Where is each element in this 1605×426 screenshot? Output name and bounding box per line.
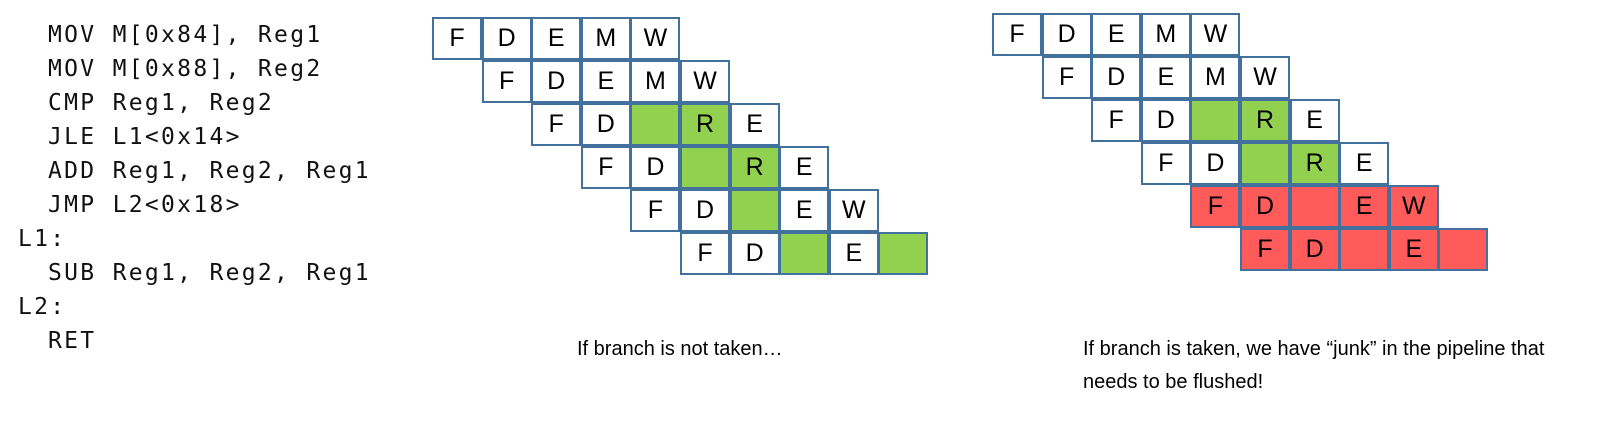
code-instruction: RET <box>48 328 97 354</box>
pipeline-stage-cell-f: F <box>1041 56 1092 99</box>
code-instruction: CMP Reg1, Reg2 <box>48 90 275 116</box>
pipeline-stage-cell-f: F <box>630 189 681 232</box>
pipeline-stage-cell-w: W <box>1190 13 1241 56</box>
pipeline-stage-cell-r: R <box>1289 142 1340 185</box>
pipeline-stage-cell-w: W <box>828 189 879 232</box>
pipeline-stage-cell-e: E <box>729 103 780 146</box>
pipeline-stage-cell-w: W <box>1240 56 1290 99</box>
code-instruction: MOV M[0x84], Reg1 <box>48 22 323 48</box>
code-instruction: MOV M[0x88], Reg2 <box>48 56 323 82</box>
pipeline-stage-cell-f: F <box>1140 142 1191 185</box>
pipeline-stage-cell-d: D <box>630 146 681 189</box>
pipeline-stage-cell-f: F <box>680 232 730 275</box>
pipeline-stage-cell-d: D <box>1041 13 1092 56</box>
pipeline-stage-cell-d: D <box>680 189 730 232</box>
pipeline-stage-cell-w: W <box>680 60 730 103</box>
pipeline-stage-cell-f: F <box>1091 99 1142 142</box>
pipeline-stage-cell-stall <box>630 103 681 146</box>
pipeline-stage-cell-e: E <box>828 232 879 275</box>
pipeline-stage-cell-e: E <box>1091 13 1142 56</box>
pipeline-stage-cell-stall <box>1289 185 1340 228</box>
pipeline-stage-cell-stall <box>1339 228 1390 271</box>
pipeline-stage-cell-stall <box>729 189 780 232</box>
pipeline-stage-cell-d: D <box>1140 99 1191 142</box>
pipeline-stage-cell-r: R <box>680 103 730 146</box>
pipeline-stage-cell-m: M <box>1140 13 1191 56</box>
pipeline-stage-cell-f: F <box>580 146 631 189</box>
pipeline-stage-cell-e: E <box>779 189 830 232</box>
pipeline-stage-cell-d: D <box>481 17 532 60</box>
pipeline-stage-cell-e: E <box>1339 142 1390 185</box>
pipeline-stage-cell-m: M <box>630 60 681 103</box>
pipeline-stage-cell-d: D <box>1289 228 1340 271</box>
code-instruction: JLE L1<0x14> <box>48 124 242 150</box>
pipeline-stage-cell-e: E <box>580 60 631 103</box>
pipeline-stage-cell-d: D <box>580 103 631 146</box>
pipeline-stage-cell-stall <box>1240 142 1290 185</box>
pipeline-stage-cell-m: M <box>1190 56 1241 99</box>
pipeline-stage-cell-r: R <box>729 146 780 189</box>
code-instruction: ADD Reg1, Reg2, Reg1 <box>48 158 371 184</box>
pipeline-stage-cell-f: F <box>432 17 482 60</box>
code-label: L2: <box>18 294 67 320</box>
pipeline-stage-cell-f: F <box>481 60 532 103</box>
pipeline-stage-cell-d: D <box>1190 142 1241 185</box>
pipeline-stage-cell-stall <box>680 146 730 189</box>
pipeline-stage-cell-d: D <box>531 60 582 103</box>
pipeline-stage-cell-w: W <box>630 17 681 60</box>
code-instruction: SUB Reg1, Reg2, Reg1 <box>48 260 371 286</box>
pipeline-stage-cell-r: R <box>1240 99 1290 142</box>
pipeline-stage-cell-f: F <box>992 13 1042 56</box>
pipeline-stage-cell-d: D <box>729 232 780 275</box>
pipeline-stage-cell-d: D <box>1091 56 1142 99</box>
pipeline-stage-cell-e: E <box>779 146 830 189</box>
pipeline-stage-cell-w: W <box>1388 185 1439 228</box>
pipeline-stage-cell-e: E <box>1289 99 1340 142</box>
pipeline-stage-cell-f: F <box>531 103 582 146</box>
code-label: L1: <box>18 226 67 252</box>
pipeline-stage-cell-f: F <box>1190 185 1241 228</box>
caption-taken: If branch is taken, we have “junk” in th… <box>1083 338 1545 393</box>
pipeline-stage-cell-stall <box>1190 99 1241 142</box>
code-instruction: JMP L2<0x18> <box>48 192 242 218</box>
pipeline-stage-cell-e: E <box>1388 228 1439 271</box>
pipeline-stage-cell-e: E <box>1140 56 1191 99</box>
pipeline-stage-cell-stall <box>779 232 830 275</box>
pipeline-stage-cell-stall <box>1438 228 1489 271</box>
pipeline-stage-cell-d: D <box>1240 185 1290 228</box>
pipeline-stage-cell-stall <box>878 232 929 275</box>
caption-not-taken: If branch is not taken… <box>577 338 783 360</box>
pipeline-stage-cell-f: F <box>1240 228 1290 271</box>
pipeline-stage-cell-e: E <box>1339 185 1390 228</box>
pipeline-stage-cell-e: E <box>531 17 582 60</box>
pipeline-stage-cell-m: M <box>580 17 631 60</box>
